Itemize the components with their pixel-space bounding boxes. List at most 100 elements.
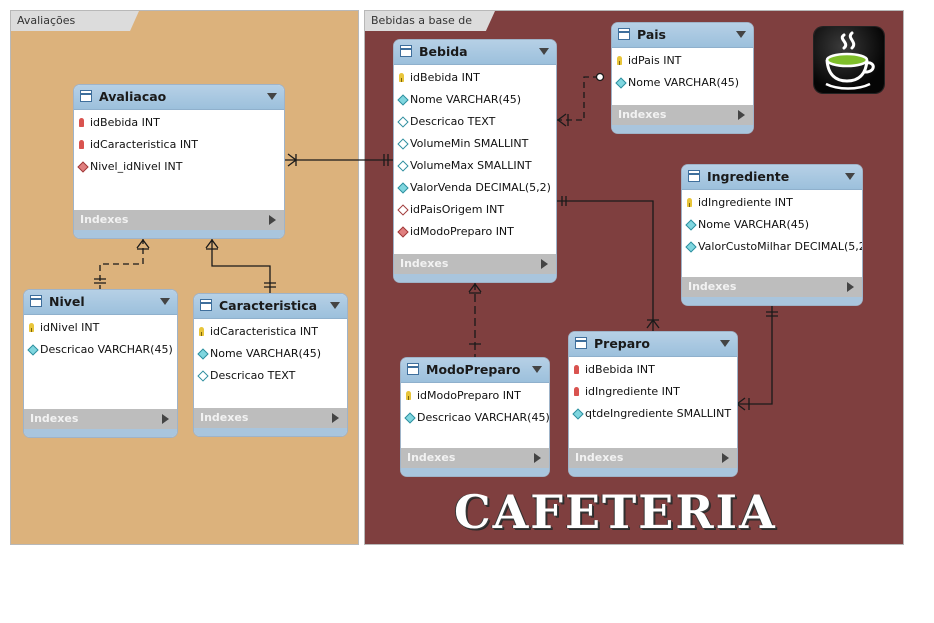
- table-caracteristica[interactable]: Caracteristica idCaracteristica INT Nome…: [194, 294, 347, 436]
- indexes-section[interactable]: Indexes: [682, 277, 862, 305]
- column-attribute-icon: [685, 241, 697, 253]
- column-row[interactable]: ValorCustoMilhar DECIMAL(5,2): [682, 236, 862, 258]
- table-icon: [618, 28, 630, 40]
- primary-key-icon: [406, 391, 411, 400]
- column-row[interactable]: idBebida INT: [74, 112, 284, 134]
- column-row[interactable]: Nome VARCHAR(45): [394, 89, 556, 111]
- rel-bebida-pais: [556, 76, 600, 121]
- column-attribute-icon: [27, 344, 39, 356]
- table-icon: [575, 337, 587, 349]
- column-attribute-icon: [397, 94, 409, 106]
- table-pais[interactable]: Pais idPais INT Nome VARCHAR(45) Indexes: [612, 23, 753, 133]
- table-modopreparo[interactable]: ModoPreparo idModoPreparo INT Descricao …: [401, 358, 549, 476]
- primary-key-icon: [399, 73, 404, 82]
- primary-key-icon: [29, 323, 34, 332]
- column-row[interactable]: ValorVenda DECIMAL(5,2): [394, 177, 556, 199]
- table-preparo[interactable]: Preparo idBebida INT idIngrediente INT q…: [569, 332, 737, 476]
- collapse-arrow-icon[interactable]: [720, 340, 730, 347]
- column-row[interactable]: idPais INT: [612, 50, 753, 72]
- primary-key-icon: [199, 327, 204, 336]
- region-tab-bebidas[interactable]: Bebidas a base de Café: [365, 11, 495, 31]
- column-row[interactable]: idIngrediente INT: [569, 381, 737, 403]
- table-avaliacao[interactable]: Avaliacao idBebida INT idCaracteristica …: [74, 85, 284, 238]
- collapse-arrow-icon[interactable]: [330, 302, 340, 309]
- column-row[interactable]: qtdeIngrediente SMALLINT: [569, 403, 737, 425]
- column-row[interactable]: idBebida INT: [569, 359, 737, 381]
- table-title: Nivel: [49, 294, 85, 309]
- rel-avaliacao-nivel: [99, 238, 144, 290]
- table-ingrediente[interactable]: Ingrediente idIngrediente INT Nome VARCH…: [682, 165, 862, 305]
- column-attribute-icon: [397, 182, 409, 194]
- table-title: Caracteristica: [219, 298, 318, 313]
- column-attribute-icon: [397, 160, 409, 172]
- expand-arrow-icon[interactable]: [332, 413, 339, 423]
- column-row[interactable]: VolumeMin SMALLINT: [394, 133, 556, 155]
- column-row[interactable]: Descricao VARCHAR(45): [401, 407, 549, 429]
- table-icon: [688, 170, 700, 182]
- indexes-section[interactable]: Indexes: [24, 409, 177, 437]
- column-attribute-icon: [572, 408, 584, 420]
- expand-arrow-icon[interactable]: [162, 414, 169, 424]
- table-icon: [400, 45, 412, 57]
- collapse-arrow-icon[interactable]: [736, 31, 746, 38]
- primary-key-icon: [687, 198, 692, 207]
- region-tab-avaliacoes[interactable]: Avaliações: [11, 11, 139, 31]
- table-icon: [407, 363, 419, 375]
- collapse-arrow-icon[interactable]: [845, 173, 855, 180]
- table-title: Avaliacao: [99, 89, 167, 104]
- column-row[interactable]: idBebida INT: [394, 67, 556, 89]
- column-row[interactable]: idPaisOrigem INT: [394, 199, 556, 221]
- indexes-section[interactable]: Indexes: [569, 448, 737, 476]
- indexes-section[interactable]: Indexes: [194, 408, 347, 436]
- coffee-cup-icon: [814, 27, 884, 93]
- table-title: Preparo: [594, 336, 650, 351]
- indexes-section[interactable]: Indexes: [394, 254, 556, 282]
- rel-avaliacao-caracteristica: [211, 238, 271, 294]
- column-row[interactable]: VolumeMax SMALLINT: [394, 155, 556, 177]
- column-row[interactable]: Nivel_idNivel INT: [74, 156, 284, 178]
- table-icon: [30, 295, 42, 307]
- column-row[interactable]: idCaracteristica INT: [194, 321, 347, 343]
- column-row[interactable]: idModoPreparo INT: [401, 385, 549, 407]
- table-title: Bebida: [419, 44, 468, 59]
- expand-arrow-icon[interactable]: [269, 215, 276, 225]
- indexes-section[interactable]: Indexes: [612, 105, 753, 133]
- indexes-section[interactable]: Indexes: [74, 210, 284, 238]
- expand-arrow-icon[interactable]: [722, 453, 729, 463]
- collapse-arrow-icon[interactable]: [267, 93, 277, 100]
- column-attribute-icon: [397, 138, 409, 150]
- rel-bebida-preparo: [556, 200, 654, 332]
- column-row[interactable]: idModoPreparo INT: [394, 221, 556, 243]
- column-row[interactable]: Descricao TEXT: [394, 111, 556, 133]
- collapse-arrow-icon[interactable]: [532, 366, 542, 373]
- column-row[interactable]: Descricao VARCHAR(45): [24, 339, 177, 361]
- column-row[interactable]: Nome VARCHAR(45): [194, 343, 347, 365]
- column-row[interactable]: idIngrediente INT: [682, 192, 862, 214]
- table-bebida[interactable]: Bebida idBebida INT Nome VARCHAR(45) Des…: [394, 40, 556, 282]
- table-nivel[interactable]: Nivel idNivel INT Descricao VARCHAR(45) …: [24, 290, 177, 437]
- column-attribute-icon: [397, 116, 409, 128]
- expand-arrow-icon[interactable]: [534, 453, 541, 463]
- foreign-key-icon: [77, 161, 89, 173]
- column-attribute-icon: [197, 370, 209, 382]
- foreign-primary-key-icon: [574, 387, 579, 396]
- expand-arrow-icon[interactable]: [738, 110, 745, 120]
- column-row[interactable]: Nome VARCHAR(45): [612, 72, 753, 94]
- expand-arrow-icon[interactable]: [541, 259, 548, 269]
- column-row[interactable]: Nome VARCHAR(45): [682, 214, 862, 236]
- column-attribute-icon: [404, 412, 416, 424]
- rel-ingrediente-preparo: [737, 305, 773, 405]
- column-row[interactable]: Descricao TEXT: [194, 365, 347, 387]
- column-attribute-icon: [197, 348, 209, 360]
- collapse-arrow-icon[interactable]: [539, 48, 549, 55]
- column-row[interactable]: idCaracteristica INT: [74, 134, 284, 156]
- table-title: ModoPreparo: [426, 362, 521, 377]
- indexes-section[interactable]: Indexes: [401, 448, 549, 476]
- foreign-primary-key-icon: [79, 118, 84, 127]
- foreign-key-icon: [397, 226, 409, 238]
- expand-arrow-icon[interactable]: [847, 282, 854, 292]
- banner-title: CAFETERIA: [454, 485, 777, 539]
- table-icon: [200, 299, 212, 311]
- collapse-arrow-icon[interactable]: [160, 298, 170, 305]
- column-row[interactable]: idNivel INT: [24, 317, 177, 339]
